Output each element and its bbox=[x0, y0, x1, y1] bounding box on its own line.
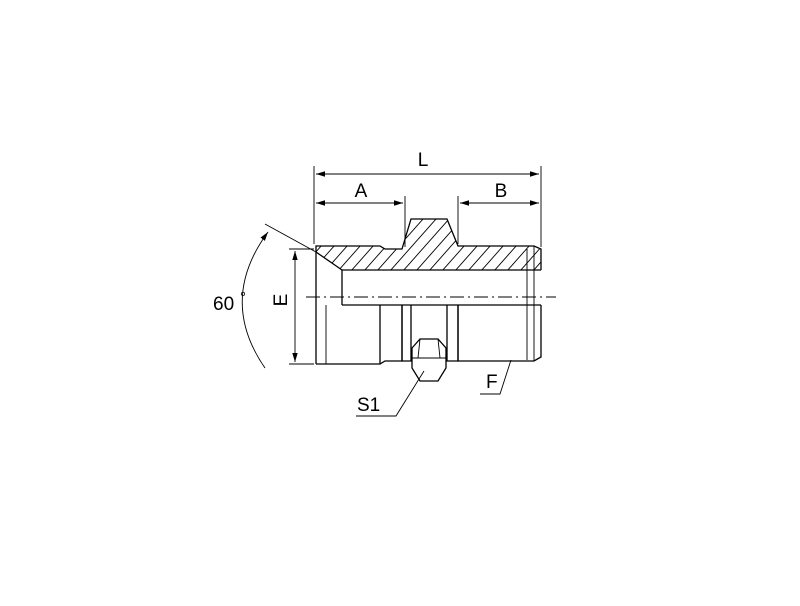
hatch-line bbox=[551, 210, 613, 280]
hatch-line bbox=[316, 219, 341, 270]
hatch-line bbox=[239, 210, 301, 280]
degree-symbol: ° bbox=[240, 289, 246, 306]
dim-E-label: E bbox=[271, 294, 292, 307]
S1-label: S1 bbox=[357, 395, 380, 416]
dimension-B: B bbox=[457, 181, 539, 244]
hatch-line bbox=[316, 219, 328, 270]
dim-B-label: B bbox=[495, 181, 508, 202]
dimension-A: A bbox=[316, 181, 406, 247]
dimension-angle: 60 ° bbox=[213, 223, 317, 369]
upper-profile bbox=[315, 218, 542, 270]
hatch-line bbox=[511, 219, 541, 270]
hatch-line bbox=[381, 219, 445, 270]
dim-L-label: L bbox=[418, 150, 429, 171]
fitting-body bbox=[315, 218, 542, 382]
hex-nut-inner bbox=[412, 338, 446, 359]
F-label: F bbox=[486, 372, 498, 393]
angle-label: 60 bbox=[213, 294, 234, 315]
hatch-line bbox=[537, 219, 541, 270]
hatch-line bbox=[577, 210, 639, 280]
hex-body bbox=[401, 305, 459, 362]
hatch-line bbox=[524, 219, 541, 270]
hatch-line bbox=[616, 210, 678, 280]
hatch-line bbox=[564, 210, 626, 280]
leader-F: F bbox=[480, 359, 512, 395]
right-lower-outline bbox=[457, 305, 542, 362]
dimension-L: L bbox=[313, 150, 542, 247]
dim-A-label: A bbox=[355, 181, 368, 202]
hatch-line bbox=[590, 210, 652, 280]
hex-nut bbox=[411, 338, 447, 382]
undercut bbox=[379, 305, 403, 365]
hatch-line bbox=[226, 210, 288, 280]
hatch-line bbox=[213, 210, 275, 280]
hatch-line bbox=[394, 219, 458, 270]
hatch-line bbox=[252, 210, 314, 280]
leader-S1: S1 bbox=[356, 370, 425, 417]
hatch-line bbox=[200, 210, 262, 280]
hatch-line bbox=[603, 210, 665, 280]
dimension-E: E bbox=[271, 248, 314, 365]
cone-chamfer bbox=[315, 251, 343, 271]
